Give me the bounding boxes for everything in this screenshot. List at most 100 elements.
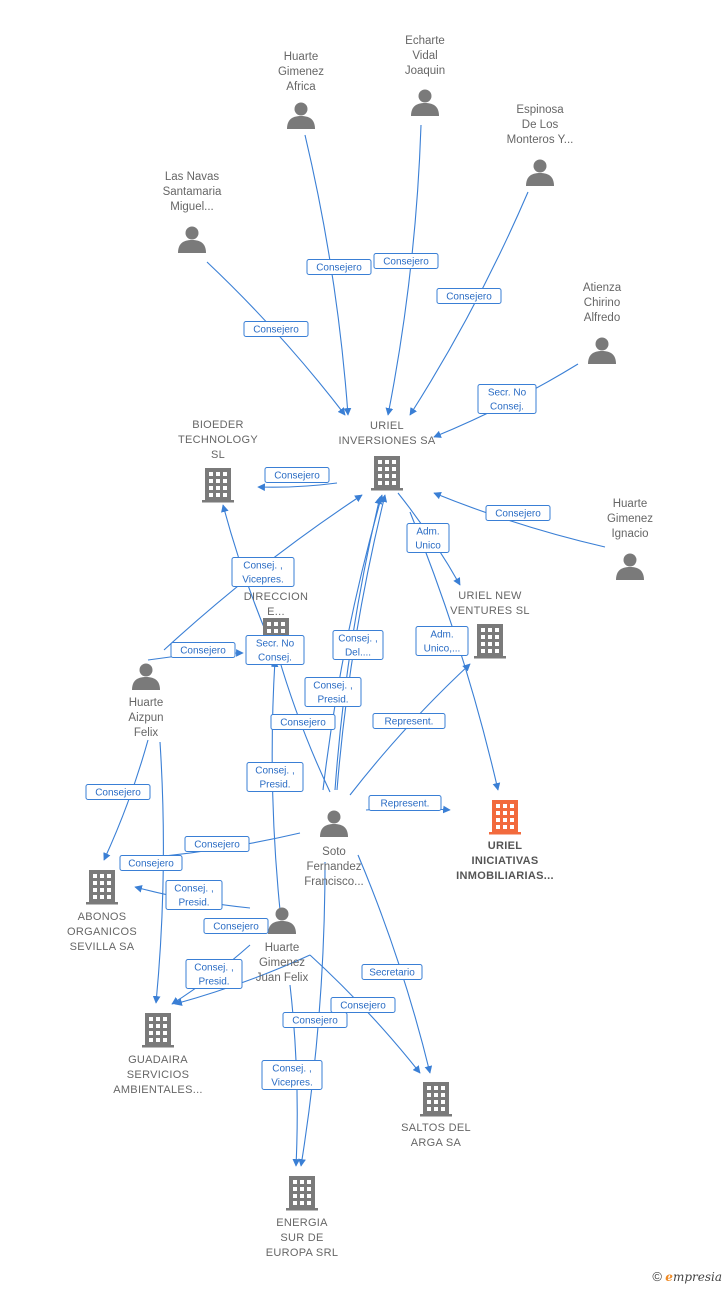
company-name-line: GUADAIRA bbox=[128, 1054, 188, 1066]
relation-label-e13[interactable]: Adm. Unico,... bbox=[415, 626, 469, 656]
company-node-c_guadaira[interactable]: GUADAIRASERVICIOSAMBIENTALES... bbox=[113, 1013, 203, 1096]
relation-label-text: Consej. , bbox=[174, 884, 213, 895]
relation-label-text: Consej. , bbox=[272, 1064, 311, 1075]
relation-label-e21[interactable]: Consejero bbox=[184, 836, 250, 852]
relation-label-e24[interactable]: Consej. ,Presid. bbox=[185, 959, 243, 989]
relation-label-e10[interactable]: Consejero bbox=[170, 642, 236, 658]
relation-label-box bbox=[203, 918, 269, 934]
person-icon bbox=[526, 159, 554, 186]
relation-label-e7[interactable]: Consejero bbox=[485, 505, 551, 521]
relation-label-e26[interactable]: Consejero bbox=[203, 918, 269, 934]
relation-label-e8[interactable]: Adm.Unico bbox=[406, 523, 450, 553]
person-name-line: Juan Felix bbox=[256, 972, 309, 984]
relation-label-e16[interactable]: Represent. bbox=[372, 713, 446, 729]
person-node-p_navas[interactable]: Las NavasSantamariaMiguel... bbox=[163, 171, 222, 253]
person-name-line: Ignacio bbox=[611, 528, 648, 540]
relation-label-e3[interactable]: Consejero bbox=[436, 288, 502, 304]
relation-label-text: Vicepres. bbox=[242, 575, 284, 586]
relation-label-e19[interactable]: Represent. bbox=[368, 795, 442, 811]
company-node-c_iniciat[interactable]: URIELINICIATIVASINMOBILIARIAS... bbox=[456, 800, 554, 882]
relation-label-e2[interactable]: Consejero bbox=[373, 253, 439, 269]
relation-label-e25[interactable]: Secretario bbox=[361, 964, 423, 980]
person-name-line: Vidal bbox=[412, 50, 437, 62]
company-name-line: ENERGIA bbox=[276, 1217, 328, 1229]
building-icon bbox=[286, 1176, 318, 1211]
relation-label-text: Adm. bbox=[430, 630, 453, 641]
relation-label-box bbox=[246, 762, 304, 792]
relation-label-e29[interactable]: Consejero bbox=[282, 1012, 348, 1028]
person-name-line: Soto bbox=[322, 846, 346, 858]
person-name-line: Joaquin bbox=[405, 65, 445, 77]
relation-label-e14[interactable]: Consej. ,Presid. bbox=[304, 677, 362, 707]
company-name-line: ORGANICOS bbox=[67, 926, 137, 938]
brand-logo-rest: mpresia bbox=[672, 1270, 722, 1284]
relation-label-text: Consejero bbox=[446, 292, 492, 303]
relation-label-e27[interactable]: Consejero bbox=[330, 997, 396, 1013]
company-name-line: SERVICIOS bbox=[127, 1069, 189, 1081]
company-name-line: INICIATIVAS bbox=[471, 855, 538, 867]
relation-label-e15[interactable]: Consejero bbox=[270, 714, 336, 730]
relation-label-e6[interactable]: Consejero bbox=[264, 467, 330, 483]
relation-label-text: Consejero bbox=[495, 509, 541, 520]
relation-label-e23[interactable]: Consejero bbox=[119, 855, 183, 871]
company-name-line: SEVILLA SA bbox=[70, 941, 135, 953]
relation-label-box bbox=[368, 795, 442, 811]
relation-edge-e25 bbox=[357, 854, 433, 1074]
relation-label-e9[interactable]: Consej. ,Vicepres. bbox=[231, 557, 295, 587]
person-name-line: Gimenez bbox=[278, 66, 324, 78]
relation-label-e4[interactable]: Consejero bbox=[243, 321, 309, 337]
company-name-line: SALTOS DEL bbox=[401, 1122, 471, 1134]
person-node-p_soto[interactable]: SotoFernandezFrancisco... bbox=[304, 810, 364, 889]
relation-label-text: Vicepres. bbox=[271, 1078, 313, 1089]
relation-label-text: Unico bbox=[415, 541, 441, 552]
relation-label-box bbox=[165, 880, 223, 910]
relation-label-box bbox=[243, 321, 309, 337]
copyright-symbol: © bbox=[652, 1269, 662, 1284]
relation-label-text: Consej. , bbox=[338, 634, 377, 645]
relation-label-text: Secr. No bbox=[488, 388, 527, 399]
relation-label-box bbox=[306, 259, 372, 275]
company-name-line: BIOEDER bbox=[192, 419, 244, 431]
person-name-line: Miguel... bbox=[170, 201, 213, 213]
relation-label-box bbox=[245, 635, 305, 665]
relation-label-e22[interactable]: Consej. ,Presid. bbox=[165, 880, 223, 910]
person-icon bbox=[588, 337, 616, 364]
person-name-line: Africa bbox=[286, 81, 316, 93]
relation-label-box bbox=[332, 630, 384, 660]
company-name-line: VENTURES SL bbox=[450, 605, 530, 617]
relation-label-box bbox=[170, 642, 236, 658]
relation-label-e1[interactable]: Consejero bbox=[306, 259, 372, 275]
relation-label-e12[interactable]: Consej. ,Del.... bbox=[332, 630, 384, 660]
relation-label-e17[interactable]: Consej. ,Presid. bbox=[246, 762, 304, 792]
building-icon bbox=[420, 1082, 452, 1117]
person-name-line: Espinosa bbox=[516, 104, 564, 116]
company-name-line: URIEL bbox=[488, 840, 523, 852]
relation-label-text: Unico,... bbox=[424, 644, 461, 655]
relation-label-text: Consej. bbox=[258, 653, 292, 664]
relation-label-e28[interactable]: Consej. , Vicepres. bbox=[261, 1060, 323, 1090]
person-name-line: Huarte bbox=[265, 942, 300, 954]
relation-label-text: Consejero bbox=[95, 788, 141, 799]
nodes-layer: HuarteGimenezAfricaEcharteVidalJoaquinEs… bbox=[67, 35, 653, 1259]
person-icon bbox=[411, 89, 439, 116]
building-icon bbox=[202, 468, 234, 503]
relation-label-text: Secretario bbox=[369, 968, 415, 979]
relation-label-e20[interactable]: Consejero bbox=[85, 784, 151, 800]
person-icon bbox=[616, 553, 644, 580]
